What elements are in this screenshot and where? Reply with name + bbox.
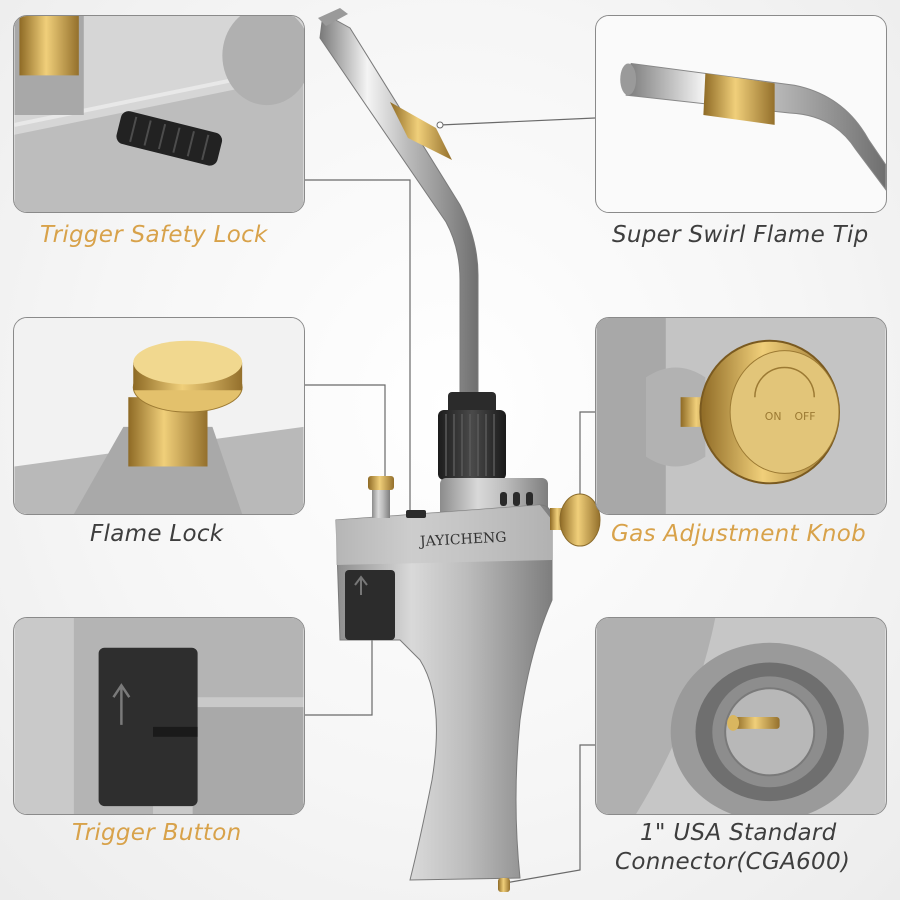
trigger-button-detail — [14, 618, 304, 814]
panel-trigger-button — [13, 617, 305, 815]
trigger-safety-lock-detail — [14, 16, 304, 212]
caption-trigger-button: Trigger Button — [72, 820, 242, 846]
panel-super-swirl-flame-tip — [595, 15, 887, 213]
caption-gas-adjustment-knob: Gas Adjustment Knob — [611, 521, 867, 547]
panel-trigger-safety-lock — [13, 15, 305, 213]
knob-on-label: ON — [765, 410, 782, 423]
trigger-arrow-icon — [112, 683, 131, 725]
brand-label: JAYICHENG — [418, 530, 507, 551]
caption-connector-line2: Connector(CGA600) — [615, 849, 851, 875]
panel-gas-adjustment-knob: ON OFF — [595, 317, 887, 515]
trigger-arrow-icon — [354, 575, 368, 595]
black-nut — [438, 392, 506, 480]
flame-tube — [318, 8, 479, 396]
bottom-connector-pin — [498, 878, 510, 892]
flame-lock-pin — [368, 476, 394, 518]
flame-lock-detail — [14, 318, 304, 514]
caption-connector-line1: 1" USA Standard — [640, 820, 837, 846]
caption-super-swirl-flame-tip: Super Swirl Flame Tip — [612, 222, 869, 248]
panel-usa-standard-connector — [595, 617, 887, 815]
panel-flame-lock — [13, 317, 305, 515]
gas-knob — [550, 493, 601, 547]
tip-brass-sleeve — [390, 102, 452, 160]
knob-off-label: OFF — [794, 410, 815, 423]
caption-flame-lock: Flame Lock — [90, 521, 224, 547]
gas-knob-detail: ON OFF — [596, 318, 886, 514]
safety-lock-tab — [406, 510, 426, 518]
caption-trigger-safety-lock: Trigger Safety Lock — [40, 222, 268, 248]
trigger-button-shape — [345, 570, 395, 640]
flame-tip-detail — [596, 16, 886, 212]
connector-detail — [596, 618, 886, 814]
torch-body: JAYICHENG — [335, 478, 553, 881]
